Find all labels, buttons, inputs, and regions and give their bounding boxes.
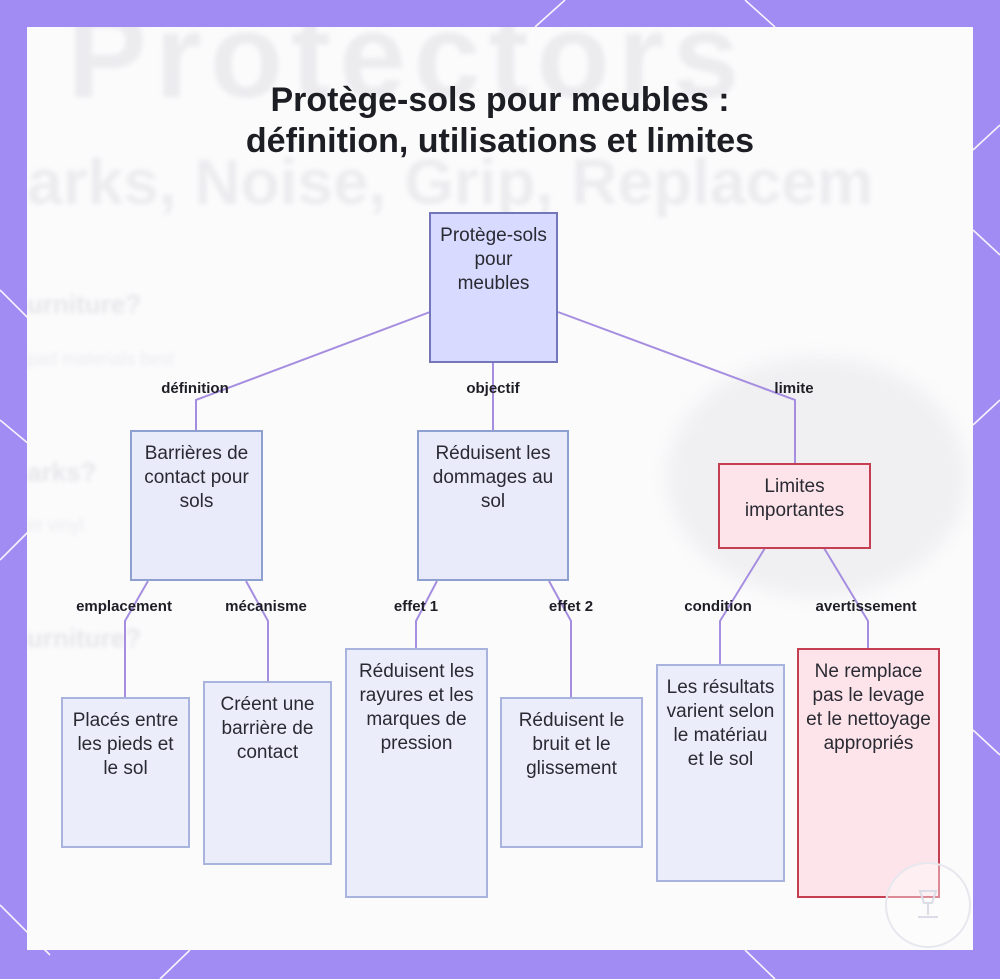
edge-mecanisme [246, 581, 268, 681]
node-effet1: Réduisent les rayures et les marques de … [345, 648, 488, 898]
node-objectif: Réduisent les dommages au sol [417, 430, 569, 581]
node-definition-label: Barrières de contact pour sols [132, 442, 261, 514]
node-emplacement: Placés entre les pieds et le sol [61, 697, 190, 848]
edge-label-definition: définition [161, 380, 229, 397]
node-condition: Les résultats varient selon le matériau … [656, 664, 785, 882]
node-condition-label: Les résultats varient selon le matériau … [658, 676, 783, 772]
edge-label-emplacement: emplacement [76, 598, 172, 615]
edge-definition [196, 312, 430, 430]
node-effet1-label: Réduisent les rayures et les marques de … [347, 660, 486, 756]
node-mecanisme-label: Créent une barrière de contact [205, 693, 330, 765]
node-objectif-label: Réduisent les dommages au sol [419, 442, 567, 514]
node-effet2-label: Réduisent le bruit et le glissement [502, 709, 641, 781]
node-effet2: Réduisent le bruit et le glissement [500, 697, 643, 848]
node-definition: Barrières de contact pour sols [130, 430, 263, 581]
edge-label-limite: limite [774, 380, 813, 397]
edge-label-objectif: objectif [466, 380, 519, 397]
node-root-label: Protège-sols pour meubles [431, 224, 556, 296]
edge-limite [558, 312, 795, 463]
node-avertissement: Ne remplace pas le levage et le nettoyag… [797, 648, 940, 898]
edge-label-condition: condition [684, 598, 752, 615]
watermark-logo [885, 862, 971, 948]
edge-label-avertissement: avertissement [816, 598, 917, 615]
lamp-logo-icon [908, 885, 948, 925]
node-mecanisme: Créent une barrière de contact [203, 681, 332, 865]
node-root: Protège-sols pour meubles [429, 212, 558, 363]
node-emplacement-label: Placés entre les pieds et le sol [63, 709, 188, 781]
node-avertissement-label: Ne remplace pas le levage et le nettoyag… [799, 660, 938, 756]
edge-label-effet1: effet 1 [394, 598, 438, 615]
node-limite-label: Limites importantes [720, 475, 869, 523]
edge-label-mecanisme: mécanisme [225, 598, 307, 615]
edge-label-effet2: effet 2 [549, 598, 593, 615]
node-limite: Limites importantes [718, 463, 871, 549]
